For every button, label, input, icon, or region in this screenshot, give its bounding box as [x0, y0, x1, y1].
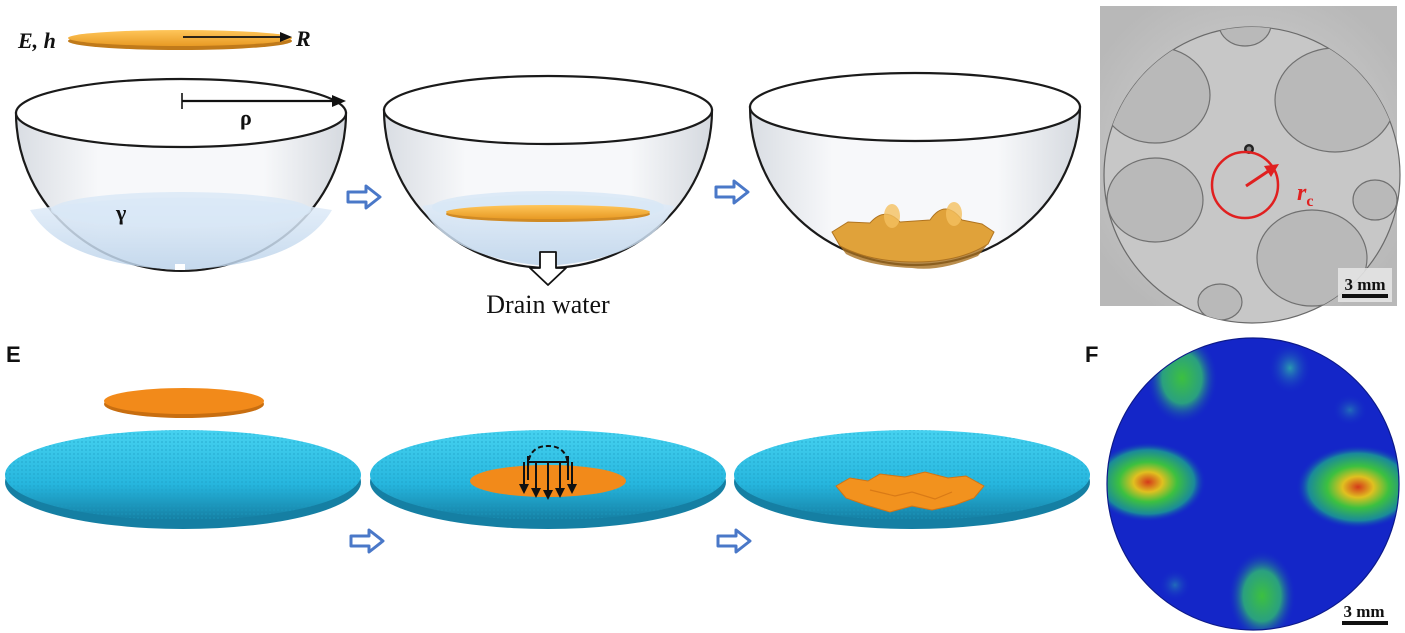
scale-bar-photo: 3 mm [1338, 268, 1392, 302]
label-bowl-radius: ρ [240, 105, 252, 130]
drain-arrow-icon [529, 251, 567, 286]
panel-label-f: F [1085, 342, 1098, 367]
critical-radius-marker [1210, 150, 1280, 220]
floating-sheet-group: E, h R [17, 26, 311, 53]
force-arrows-icon [519, 444, 577, 500]
label-drain-water: Drain water [486, 290, 610, 319]
label-modulus-thickness: E, h [17, 28, 56, 53]
bowl-with-sheet [382, 74, 714, 270]
stress-heatmap [1106, 337, 1400, 631]
experiment-photo: rc 3 mm [1100, 6, 1401, 324]
label-surface-tension: γ [115, 200, 126, 225]
dimension-arrow-icon [182, 95, 346, 107]
panel-label-e: E [6, 342, 21, 367]
sim-plate-1 [5, 430, 361, 529]
process-arrow-icon [349, 528, 385, 554]
label-critical-radius: rc [1297, 180, 1313, 210]
sheet-disc [68, 30, 292, 46]
bowl-wrinkled-sheet [748, 71, 1082, 269]
label-sheet-radius: R [295, 26, 311, 51]
sim-plate-3 [734, 430, 1090, 529]
scale-bar-sim-label: 3 mm [1343, 602, 1384, 621]
process-arrow-icon [346, 184, 382, 210]
dimension-arrow-icon [183, 32, 292, 42]
scale-bar-photo-label: 3 mm [1344, 275, 1385, 294]
sim-plate-2 [370, 430, 726, 529]
sim-sheet-floating [104, 388, 264, 418]
bowl-empty: ρ γ [14, 77, 348, 273]
process-arrow-icon [716, 528, 752, 554]
scale-bar-sim: 3 mm [1342, 602, 1388, 625]
process-arrow-icon [714, 179, 750, 205]
